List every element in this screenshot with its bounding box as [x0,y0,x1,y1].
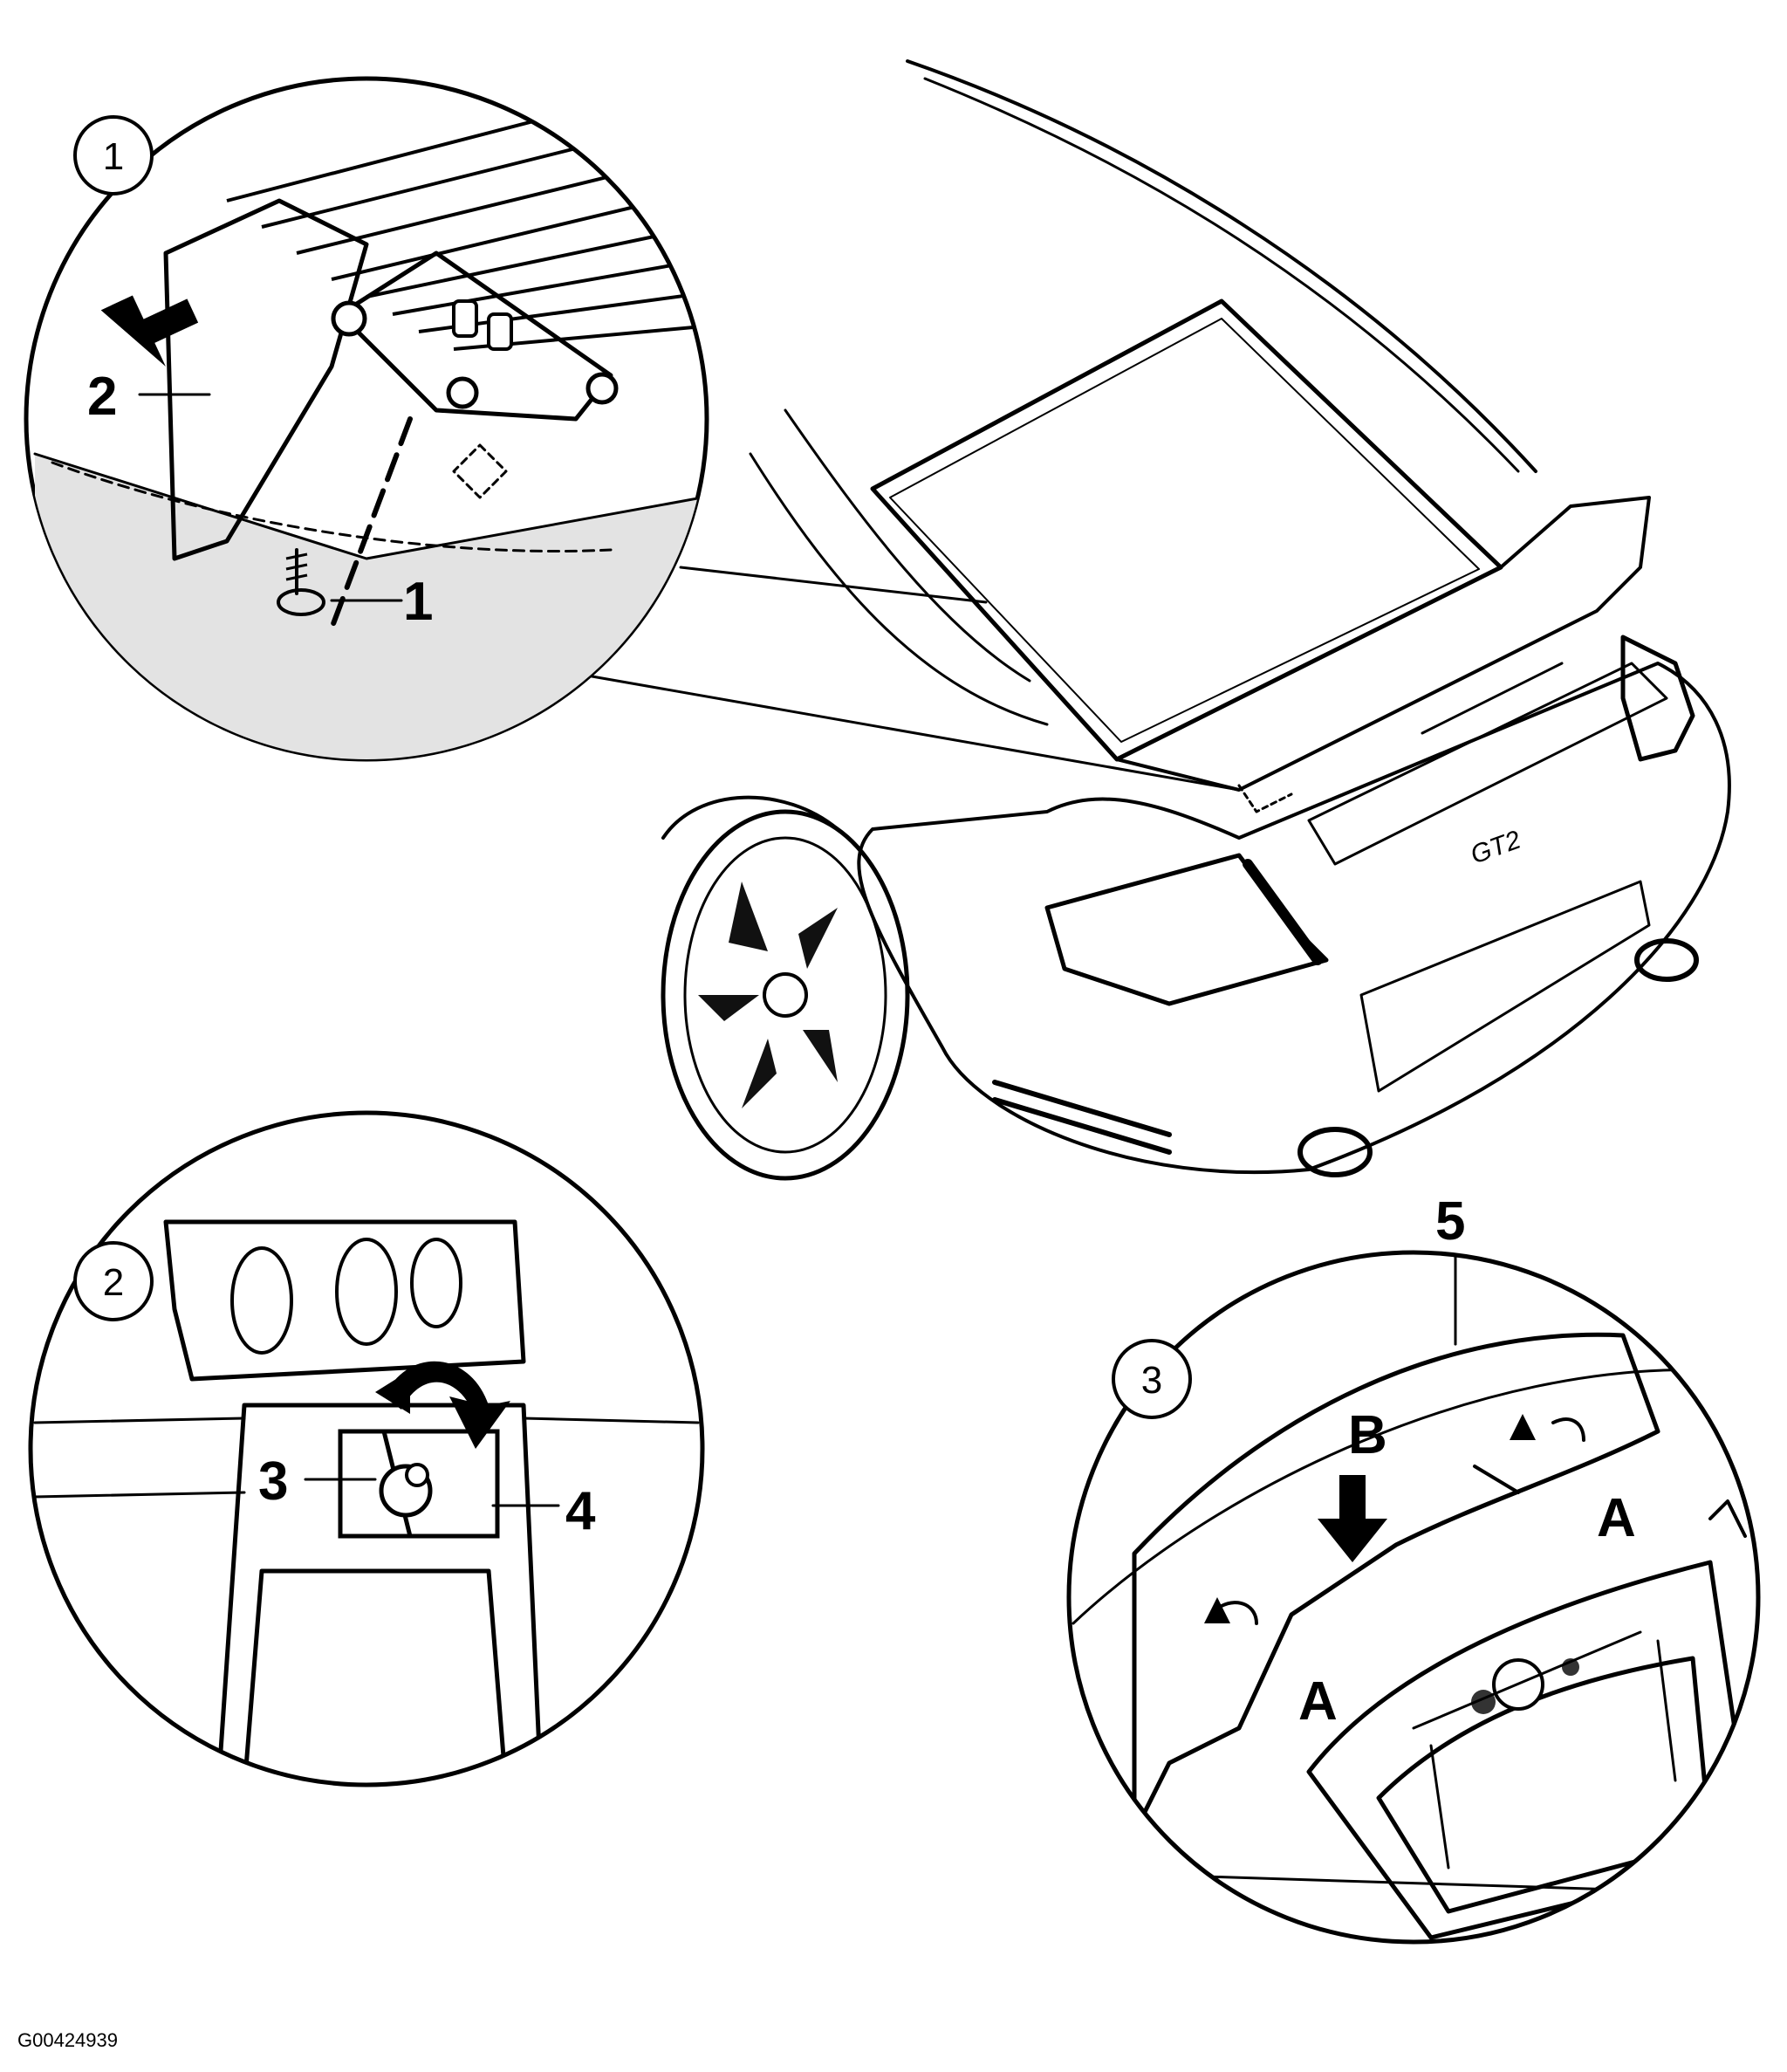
roof-line [906,59,1537,473]
exhaust-left [1297,1127,1373,1177]
roll-segment-3 [410,1238,462,1328]
screw-threads [285,552,308,581]
gt2-badge: GT2 [1467,826,1524,870]
detail-3-trim-panel: 3 5 B A A [1066,1191,1761,1945]
detail-2-badge [73,1241,154,1321]
detail-1-arrow-icon [100,295,199,367]
detail-2-strut [216,1403,544,1785]
rotate-arrow-icon [384,1361,510,1449]
rotate-arrow-head [375,1370,410,1414]
clip-arrow-left-icon [1220,1601,1258,1625]
side-vent-1 [992,1080,1172,1137]
bracket-bolt-left [446,376,479,409]
callout-part-3: 3 [258,1451,288,1512]
license-plate-recess [1359,880,1651,1093]
detail-2-line-upper [33,1417,246,1424]
trim-panel-seam [1473,1465,1520,1494]
engine-opening [1306,1560,1756,1940]
side-vent-2 [992,1097,1172,1155]
callout-b: B [1348,1405,1387,1465]
side-panel-line [749,452,1049,726]
roof-line-inner [923,77,1520,473]
detail-1-hinge: 1 2 1 [24,76,709,762]
callout-part-2: 2 [87,367,117,427]
callout-part-4: 4 [565,1481,596,1541]
detail-2-latch: 2 3 4 [28,1110,705,1787]
spoiler-slot [1421,662,1564,735]
car-rear-view: GT2 [565,59,1731,1181]
hinge-pivot [331,300,367,337]
figure-code: G00424939 [17,2029,118,2051]
bracket-bolt-right [585,372,619,405]
roll-segment-2 [335,1238,398,1346]
tail-light-right [1620,635,1695,762]
leader-line-lower [565,670,1241,792]
wheel-spokes [698,882,838,1108]
detail-2-badge-label: 2 [103,1261,124,1304]
rear-window-inner [889,318,1480,743]
wheel-hub [763,972,808,1018]
detail-1-body-edge [33,452,707,560]
detail-3-body-line [1072,1368,1712,1625]
callout-part-5: 5 [1435,1191,1465,1252]
callout-part-1: 1 [403,572,433,632]
clip-arrow-right-icon [1551,1417,1585,1442]
detail-2-hinge-roll [163,1219,526,1382]
clip-right-icon [1510,1414,1536,1440]
trim-panel [1132,1332,1660,1835]
hinge-location-marker [1237,784,1293,813]
stud-2 [487,312,513,351]
detail-1-badge-label: 1 [103,135,124,178]
detail-2-line-right [522,1417,700,1424]
detail-3-badge [1112,1339,1192,1419]
callout-a-right: A [1597,1488,1636,1548]
side-window-line [784,408,1031,683]
lid-strut [1708,1499,1747,1538]
exhaust-right [1634,938,1699,982]
detail-3-badge-label: 3 [1141,1359,1162,1402]
roll-segment-1 [230,1246,293,1355]
tail-light-divider [1243,859,1323,965]
engine-lid [1307,662,1668,866]
clip-left-icon [1204,1597,1230,1623]
hidden-nut [452,443,508,499]
screw-head [277,588,325,616]
tail-light-left [1044,853,1329,1006]
detail-1-badge [73,115,154,196]
rear-wheel-tire [661,809,910,1181]
detail-3-circle [1066,1250,1761,1945]
rear-wheel-rim [683,836,887,1154]
stud-1 [452,299,478,338]
hinge-arm [163,198,369,561]
engine-components [1412,1630,1677,1870]
detail-1-dashed-seam [51,461,613,552]
press-down-arrow-icon [1318,1475,1387,1562]
rear-body [857,662,1731,1175]
detail-2-line-lower [33,1491,246,1499]
rear-spoiler [1115,496,1651,792]
wheel-arch [661,795,839,840]
callout-a-left: A [1298,1671,1338,1732]
detail-2-lower-block [242,1568,509,1785]
leader-line-upper [679,566,988,604]
latch-nut-cap [405,1463,429,1487]
engine-opening-inner [1376,1656,1713,1914]
